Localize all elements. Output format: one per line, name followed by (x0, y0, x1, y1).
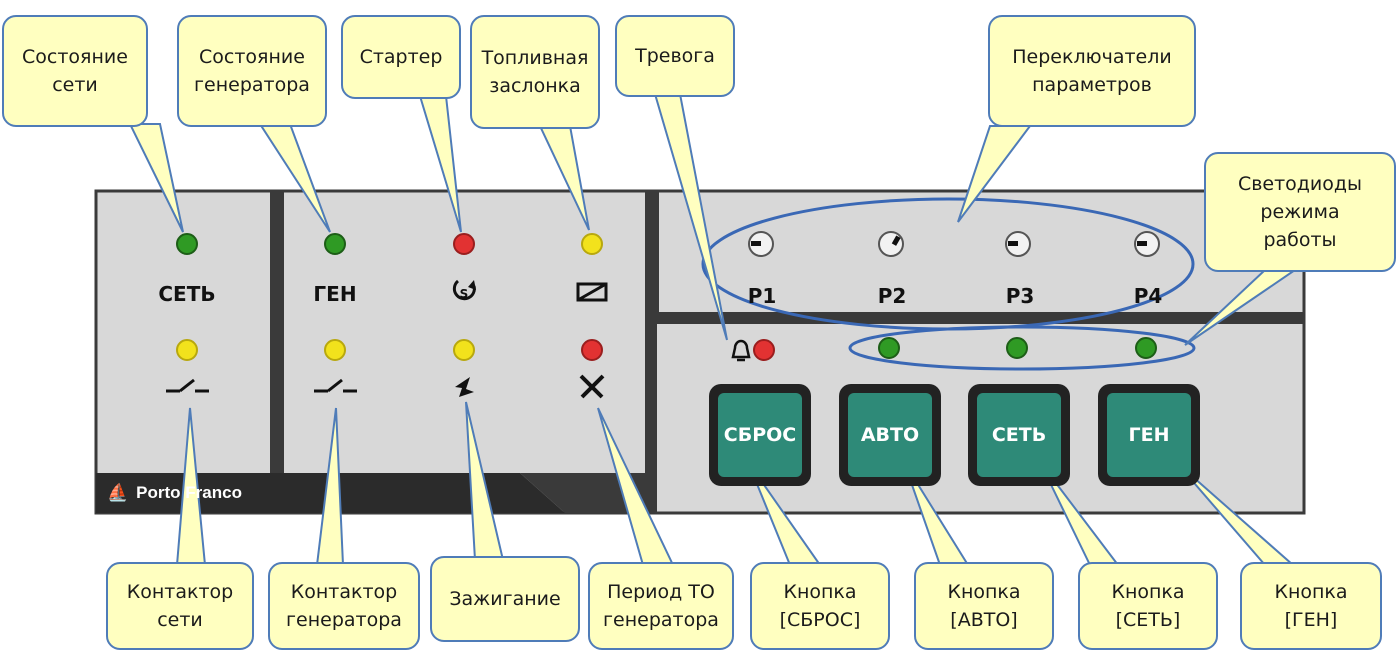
callout-btn-auto: Кнопка [АВТО] (914, 562, 1054, 650)
panel-divider-4 (645, 312, 657, 513)
dial-label-p3: P3 (1003, 284, 1037, 308)
panel-divider-3 (645, 312, 1304, 324)
dial-p4 (1135, 232, 1159, 256)
led-starter (454, 234, 474, 254)
callout-ignition: Зажигание (430, 556, 580, 642)
callout-mode-leds: Светодиоды режима работы (1204, 152, 1396, 272)
led-mains-contactor (177, 340, 197, 360)
led-alarm (754, 340, 774, 360)
panel-divider-1 (270, 191, 284, 473)
callout-param-switches: Переключатели параметров (988, 15, 1196, 127)
panel-divider-2 (645, 191, 659, 321)
callout-gen-contactor: Контактор генератора (268, 562, 420, 650)
callout-mains-state: Состояние сети (2, 15, 148, 127)
callout-btn-gen: Кнопка [ГЕН] (1240, 562, 1382, 650)
brand-name: Porto Franco (136, 483, 242, 502)
callout-btn-mains: Кнопка [СЕТЬ] (1078, 562, 1218, 650)
callout-mains-contactor: Контактор сети (106, 562, 254, 650)
gen-button-label: ГЕН (1107, 393, 1191, 477)
callout-starter: Стартер (341, 15, 461, 99)
led-gen-contactor (325, 340, 345, 360)
callout-gen-state: Состояние генератора (177, 15, 327, 127)
dial-p3 (1006, 232, 1030, 256)
svg-text:S: S (460, 287, 469, 301)
dial-p2 (879, 232, 903, 256)
reset-button-label: СБРОС (718, 393, 802, 477)
gen-button[interactable]: ГЕН (1098, 384, 1200, 486)
mains-label: СЕТЬ (157, 282, 217, 306)
led-mode-1 (879, 338, 899, 358)
led-fuel-valve (582, 234, 602, 254)
led-mode-3 (1136, 338, 1156, 358)
led-ignition (454, 340, 474, 360)
led-mode-2 (1007, 338, 1027, 358)
led-mains-state (177, 234, 197, 254)
callout-service-period: Период ТО генератора (588, 562, 734, 650)
mains-button[interactable]: СЕТЬ (968, 384, 1070, 486)
dial-label-p1: P1 (745, 284, 779, 308)
dial-label-p2: P2 (875, 284, 909, 308)
auto-button[interactable]: АВТО (839, 384, 941, 486)
callout-fuel-valve: Топливная заслонка (470, 15, 600, 129)
led-service-period (582, 340, 602, 360)
dial-p1 (749, 232, 773, 256)
auto-button-label: АВТО (848, 393, 932, 477)
reset-button[interactable]: СБРОС (709, 384, 811, 486)
brand-logo: ⛵ Porto Franco (107, 483, 242, 503)
mains-button-label: СЕТЬ (977, 393, 1061, 477)
ship-icon: ⛵ (107, 483, 128, 502)
callout-alarm: Тревога (615, 15, 735, 97)
led-gen-state (325, 234, 345, 254)
gen-label: ГЕН (305, 282, 365, 306)
dial-label-p4: P4 (1131, 284, 1165, 308)
callout-btn-reset: Кнопка [СБРОС] (750, 562, 890, 650)
